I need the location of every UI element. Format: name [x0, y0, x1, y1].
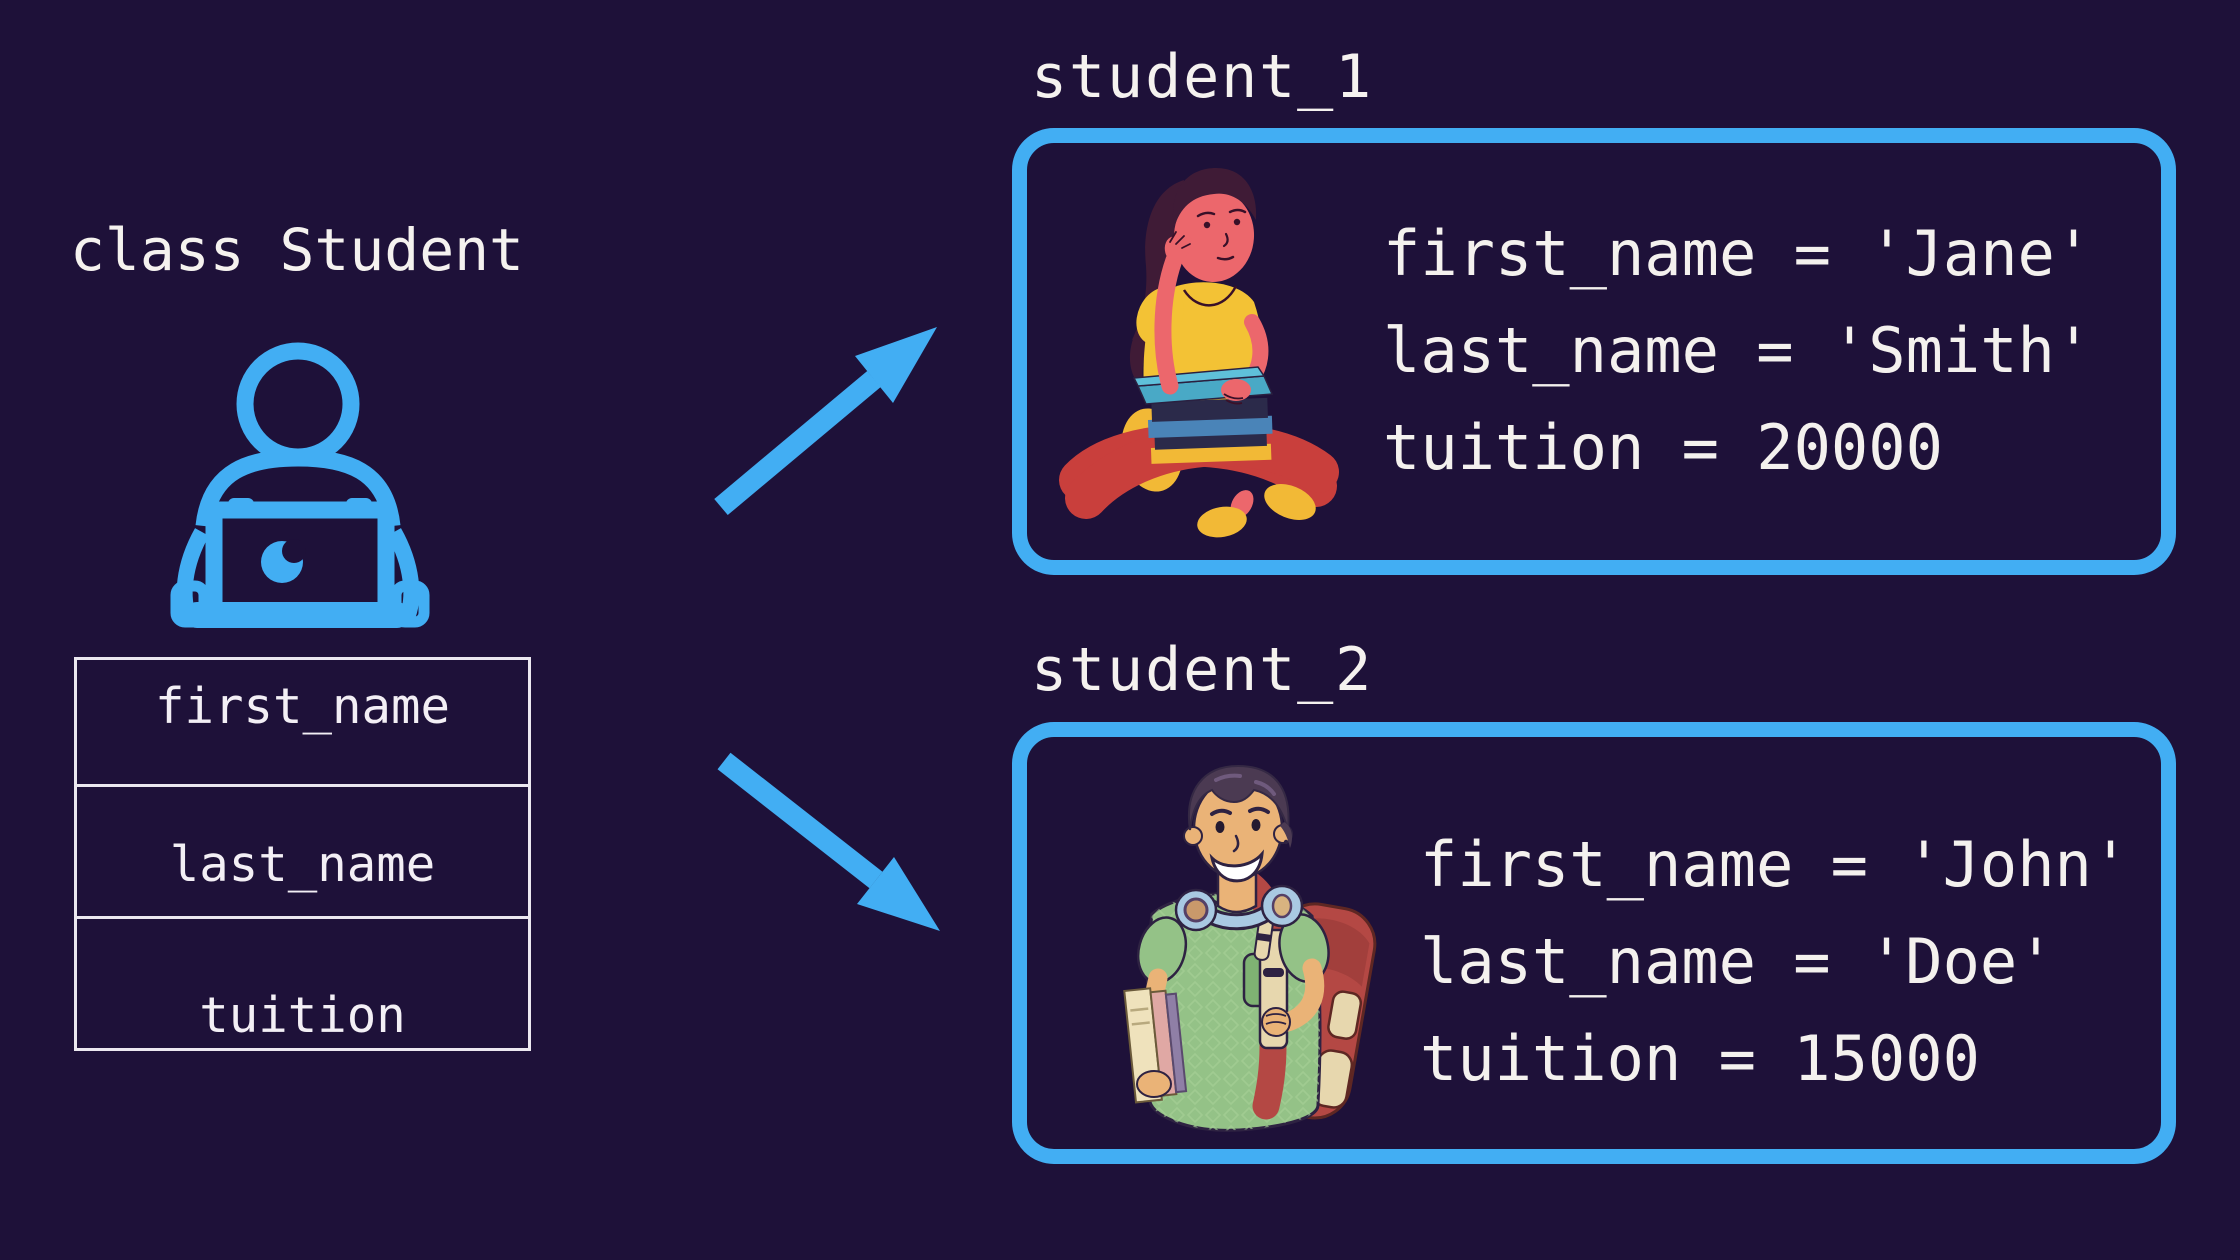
student-1-first-name-line: first_name = 'Jane' [1383, 217, 2093, 290]
arrow-to-student-2 [717, 752, 940, 931]
girl-thinking-with-books-illustration [1059, 168, 1339, 538]
attribute-first-name: first_name [154, 678, 450, 735]
class-title: class Student [70, 216, 524, 284]
boy-with-backpack-and-headphones-illustration [1123, 764, 1377, 1132]
student-2-first-name-line: first_name = 'John' [1420, 828, 2130, 901]
attribute-last-name: last_name [169, 836, 436, 893]
instance-label-student-2: student_2 [1031, 635, 1374, 705]
table-divider [77, 784, 528, 787]
student-2-box [1012, 722, 2176, 1164]
student-1-box [1012, 128, 2176, 575]
person-at-laptop-icon [170, 342, 430, 628]
instance-label-student-1: student_1 [1031, 42, 1374, 112]
attribute-tuition: tuition [199, 987, 406, 1044]
student-2-tuition-line: tuition = 15000 [1420, 1022, 1980, 1095]
table-divider [77, 916, 528, 919]
student-1-tuition-line: tuition = 20000 [1383, 411, 1943, 484]
class-attributes-table: first_name last_name tuition [74, 657, 531, 1051]
arrow-to-student-1 [714, 327, 937, 516]
student-2-last-name-line: last_name = 'Doe' [1420, 925, 2055, 998]
student-1-last-name-line: last_name = 'Smith' [1383, 314, 2093, 387]
